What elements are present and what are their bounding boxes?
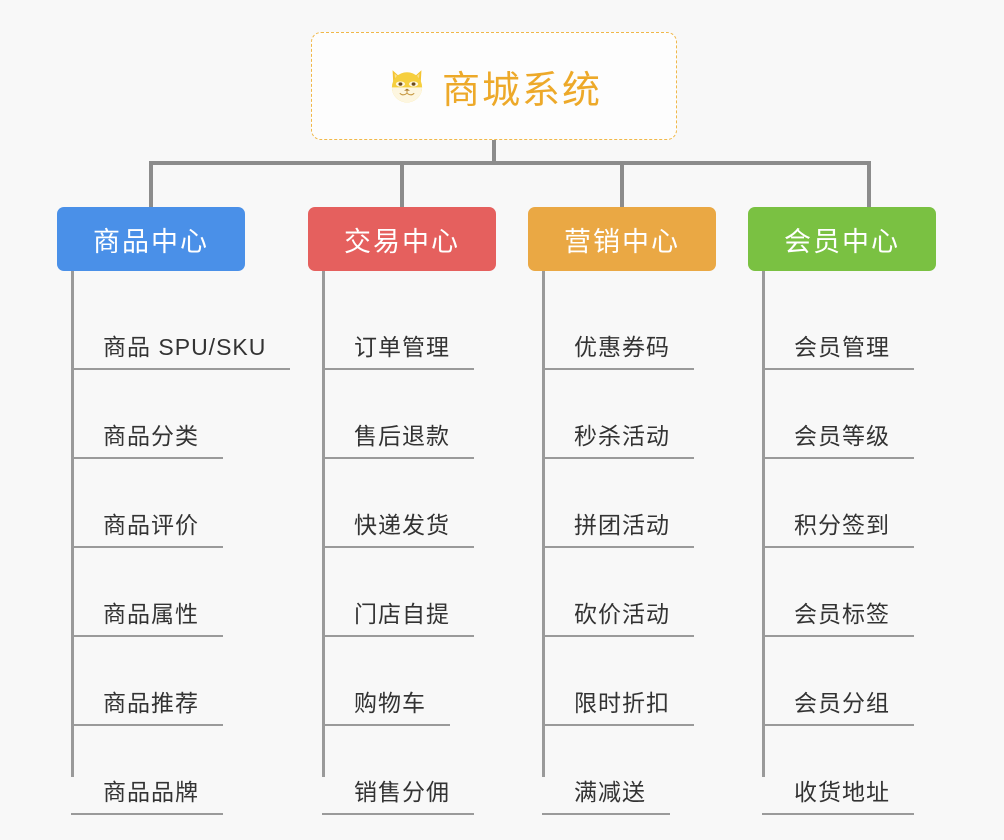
- leaf-list-2: 订单管理 售后退款 快递发货 门店自提 购物车 销售分佣: [308, 271, 538, 815]
- category-header-label: 会员中心: [784, 226, 900, 257]
- category-header-2[interactable]: 交易中心: [308, 207, 496, 271]
- connector-drop-4: [867, 161, 871, 208]
- leaf-item[interactable]: 限时折扣: [528, 637, 758, 726]
- leaf-item-label: 秒杀活动: [542, 417, 694, 459]
- root-node[interactable]: 商城系统: [311, 32, 677, 140]
- shiba-inu-dog-face-icon: [386, 65, 428, 107]
- leaf-item-label: 满减送: [542, 773, 670, 815]
- category-column-3: 营销中心 优惠券码 秒杀活动 拼团活动 砍价活动 限时折扣 满减送: [528, 207, 758, 815]
- leaf-item-label: 砍价活动: [542, 595, 694, 637]
- leaf-item-label: 商品分类: [71, 417, 223, 459]
- leaf-item[interactable]: 收货地址: [748, 726, 978, 815]
- leaf-item[interactable]: 商品属性: [57, 548, 307, 637]
- leaf-item[interactable]: 商品评价: [57, 459, 307, 548]
- leaf-item[interactable]: 会员等级: [748, 370, 978, 459]
- leaf-item[interactable]: 优惠券码: [528, 281, 758, 370]
- category-header-1[interactable]: 商品中心: [57, 207, 245, 271]
- category-header-label: 商品中心: [93, 226, 209, 257]
- connector-drop-1: [149, 161, 153, 208]
- leaf-item-label: 售后退款: [322, 417, 474, 459]
- leaf-item[interactable]: 满减送: [528, 726, 758, 815]
- leaf-item[interactable]: 订单管理: [308, 281, 538, 370]
- root-title: 商城系统: [441, 69, 602, 112]
- category-header-3[interactable]: 营销中心: [528, 207, 716, 271]
- leaf-item[interactable]: 会员管理: [748, 281, 978, 370]
- leaf-item-label: 快递发货: [322, 506, 474, 548]
- leaf-item[interactable]: 快递发货: [308, 459, 538, 548]
- leaf-item-label: 商品评价: [71, 506, 223, 548]
- leaf-item-label: 会员分组: [762, 684, 914, 726]
- leaf-item[interactable]: 商品推荐: [57, 637, 307, 726]
- leaf-item-label: 会员管理: [762, 328, 914, 370]
- connector-drop-2: [400, 161, 404, 208]
- leaf-item-label: 销售分佣: [322, 773, 474, 815]
- category-column-2: 交易中心 订单管理 售后退款 快递发货 门店自提 购物车 销售分佣: [308, 207, 538, 815]
- column-spine: [542, 271, 545, 777]
- leaf-item-label: 限时折扣: [542, 684, 694, 726]
- leaf-item[interactable]: 积分签到: [748, 459, 978, 548]
- category-header-4[interactable]: 会员中心: [748, 207, 936, 271]
- leaf-item[interactable]: 秒杀活动: [528, 370, 758, 459]
- leaf-item-label: 商品 SPU/SKU: [71, 328, 291, 370]
- leaf-item[interactable]: 商品分类: [57, 370, 307, 459]
- leaf-item[interactable]: 门店自提: [308, 548, 538, 637]
- connector-horizontal-bar: [149, 161, 871, 165]
- category-column-4: 会员中心 会员管理 会员等级 积分签到 会员标签 会员分组 收货地址: [748, 207, 978, 815]
- column-spine: [71, 271, 74, 777]
- leaf-item-label: 商品属性: [71, 595, 223, 637]
- category-header-label: 交易中心: [344, 226, 460, 257]
- leaf-item[interactable]: 商品 SPU/SKU: [57, 281, 307, 370]
- leaf-item-label: 商品推荐: [71, 684, 223, 726]
- category-header-label: 营销中心: [564, 226, 680, 257]
- leaf-item-label: 会员等级: [762, 417, 914, 459]
- connector-root-stem: [492, 140, 496, 164]
- column-spine: [762, 271, 765, 777]
- leaf-list-1: 商品 SPU/SKU 商品分类 商品评价 商品属性 商品推荐 商品品牌: [57, 271, 307, 815]
- column-spine: [322, 271, 325, 777]
- leaf-item[interactable]: 拼团活动: [528, 459, 758, 548]
- leaf-item-label: 门店自提: [322, 595, 474, 637]
- leaf-item[interactable]: 会员分组: [748, 637, 978, 726]
- leaf-item-label: 积分签到: [762, 506, 914, 548]
- leaf-item-label: 优惠券码: [542, 328, 694, 370]
- leaf-item-label: 收货地址: [762, 773, 914, 815]
- leaf-item[interactable]: 商品品牌: [57, 726, 307, 815]
- leaf-item[interactable]: 销售分佣: [308, 726, 538, 815]
- leaf-item-label: 商品品牌: [71, 773, 223, 815]
- leaf-item-label: 订单管理: [322, 328, 474, 370]
- leaf-list-3: 优惠券码 秒杀活动 拼团活动 砍价活动 限时折扣 满减送: [528, 271, 758, 815]
- leaf-item-label: 会员标签: [762, 595, 914, 637]
- leaf-item[interactable]: 售后退款: [308, 370, 538, 459]
- connector-drop-3: [620, 161, 624, 208]
- leaf-item-label: 购物车: [322, 684, 450, 726]
- leaf-item[interactable]: 会员标签: [748, 548, 978, 637]
- leaf-item-label: 拼团活动: [542, 506, 694, 548]
- leaf-list-4: 会员管理 会员等级 积分签到 会员标签 会员分组 收货地址: [748, 271, 978, 815]
- leaf-item[interactable]: 购物车: [308, 637, 538, 726]
- leaf-item[interactable]: 砍价活动: [528, 548, 758, 637]
- category-column-1: 商品中心 商品 SPU/SKU 商品分类 商品评价 商品属性 商品推荐 商品品牌: [57, 207, 307, 815]
